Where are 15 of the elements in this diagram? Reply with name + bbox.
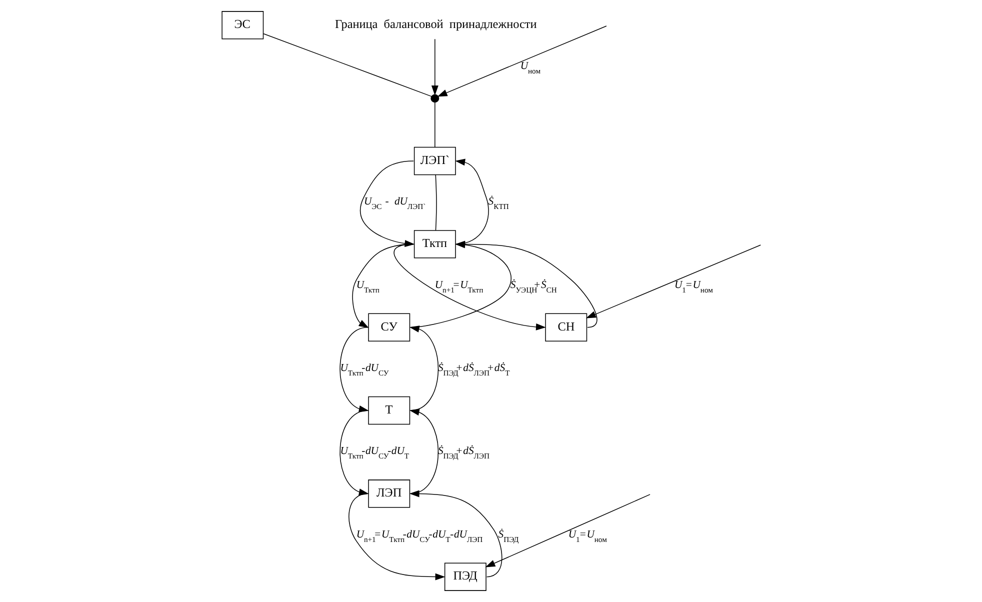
edge-label: U$_{n+1}$=U$_{Тктп}$ — [434, 278, 483, 294]
edge-label: U$_{Тктп}$ — [356, 278, 379, 294]
edge-label: U$_{ЭС}$ - dU$_{ЛЭП`}$ — [363, 196, 426, 212]
edge-label: U$_{1}$=U$_{ном}$ — [674, 278, 712, 294]
edge-label: U$_{ном}$ — [520, 60, 540, 76]
edge-label: Ṡ$_{ПЭД}$+dṠ$_{ЛЭП}$+dṠ$_{Т}$ — [437, 362, 510, 378]
edge-label: U$_{Тктп}$-dU$_{СУ}$ — [340, 362, 388, 378]
edge-label: Ṡ$_{ПЭД}$ — [498, 528, 518, 544]
edge-label: Ṡ$_{ПЭД}$+dṠ$_{ЛЭП}$ — [437, 445, 490, 461]
node-text: Граница балансовой принадлежности — [334, 17, 536, 32]
edge-label: Ṡ$_{УЭЦН}$+Ṡ$_{СН}$ — [510, 278, 556, 294]
edge-label: U$_{1}$=U$_{ном}$ — [568, 528, 606, 544]
edge-label: U$_{Тктп}$-dU$_{СУ}$-dU$_{Т}$ — [340, 445, 409, 461]
edge-label: U$_{n+1}$=U$_{Тктп}$-dU$_{СУ}$-dU$_{Т}$-dU$_{ЛЭП}$ — [356, 528, 482, 544]
edge-label: Ṡ$_{КТП}$ — [488, 196, 508, 212]
